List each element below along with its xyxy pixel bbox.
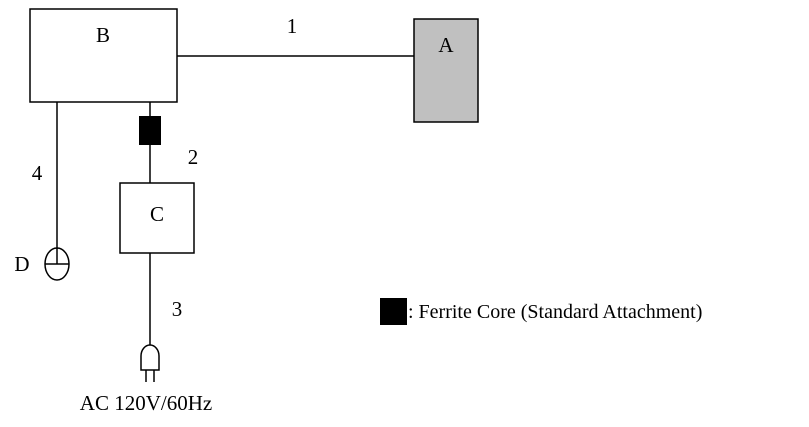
power-plug-icon: [140, 344, 160, 382]
component-b-box: [29, 8, 178, 103]
cable-1-label: 1: [287, 14, 298, 38]
legend-ferrite-core-text: : Ferrite Core (Standard Attachment): [408, 301, 702, 323]
component-c-box: [119, 182, 195, 254]
cable-2-label: 2: [188, 145, 199, 169]
component-b-label: B: [96, 23, 110, 47]
mouse-icon: [44, 247, 70, 281]
cable-3-label: 3: [172, 297, 183, 321]
cable-4-label: 4: [32, 161, 43, 185]
power-source-label: AC 120V/60Hz: [80, 391, 212, 415]
component-d-label: D: [14, 252, 29, 276]
component-a-box: [413, 18, 479, 123]
component-a-label: A: [438, 33, 454, 57]
legend-ferrite-core-swatch: [380, 298, 407, 325]
component-c-label: C: [150, 202, 164, 226]
ferrite-core-icon: [139, 116, 161, 145]
